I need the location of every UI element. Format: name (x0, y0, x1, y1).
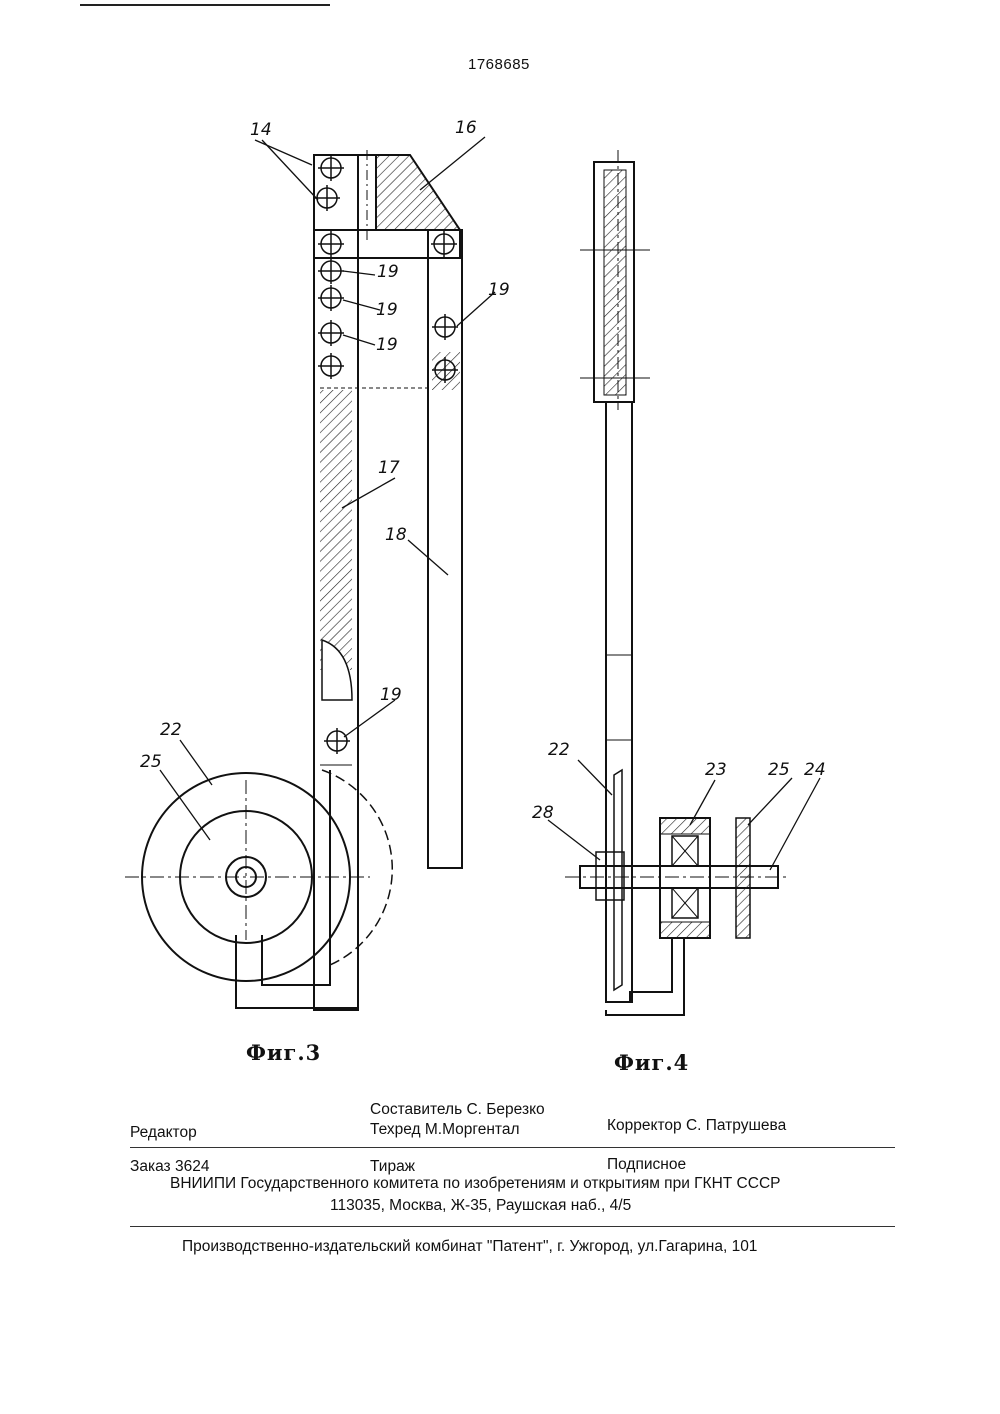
compiler: Составитель С. Березко (370, 1101, 545, 1119)
fig4-rod (606, 402, 632, 1002)
label-23: 23 (705, 760, 727, 780)
corrector: Корректор С. Патрушева (607, 1117, 786, 1135)
address-line: 113035, Москва, Ж-35, Раушская наб., 4/5 (330, 1197, 631, 1215)
fig4-pulley-25 (736, 818, 750, 938)
label-19-e: 19 (380, 685, 402, 705)
label-24: 24 (804, 760, 826, 780)
fig3-drawing (125, 137, 495, 1010)
label-25-fig4: 25 (768, 760, 790, 780)
fig4-caption: Фиг.4 (614, 1050, 689, 1075)
publisher-line: Производственно-издательский комбинат "П… (182, 1238, 757, 1256)
label-22-fig3: 22 (160, 720, 182, 740)
label-16: 16 (455, 118, 477, 138)
label-14: 14 (250, 120, 272, 140)
fig3-caption: Фиг.3 (246, 1040, 321, 1065)
fig4-drawing (548, 150, 820, 1015)
label-18: 18 (385, 525, 407, 545)
circulation: Тираж (370, 1158, 415, 1176)
order: Заказ 3624 (130, 1158, 209, 1176)
label-19-d: 19 (488, 280, 510, 300)
subscription: Подписное (607, 1156, 686, 1174)
label-19-a: 19 (377, 262, 399, 282)
techred: Техред М.Моргентал (370, 1121, 520, 1139)
org-line: ВНИИПИ Государственного комитета по изоб… (170, 1175, 780, 1193)
label-17: 17 (378, 458, 400, 478)
label-19-b: 19 (376, 300, 398, 320)
label-28: 28 (532, 803, 554, 823)
label-22-fig4: 22 (548, 740, 570, 760)
label-19-c: 19 (376, 335, 398, 355)
footer-rule-2 (130, 1226, 895, 1227)
footer-rule-1 (130, 1147, 895, 1148)
editor-label: Редактор (130, 1124, 197, 1142)
label-25-fig3: 25 (140, 752, 162, 772)
fig3-hatched-17 (320, 390, 352, 670)
